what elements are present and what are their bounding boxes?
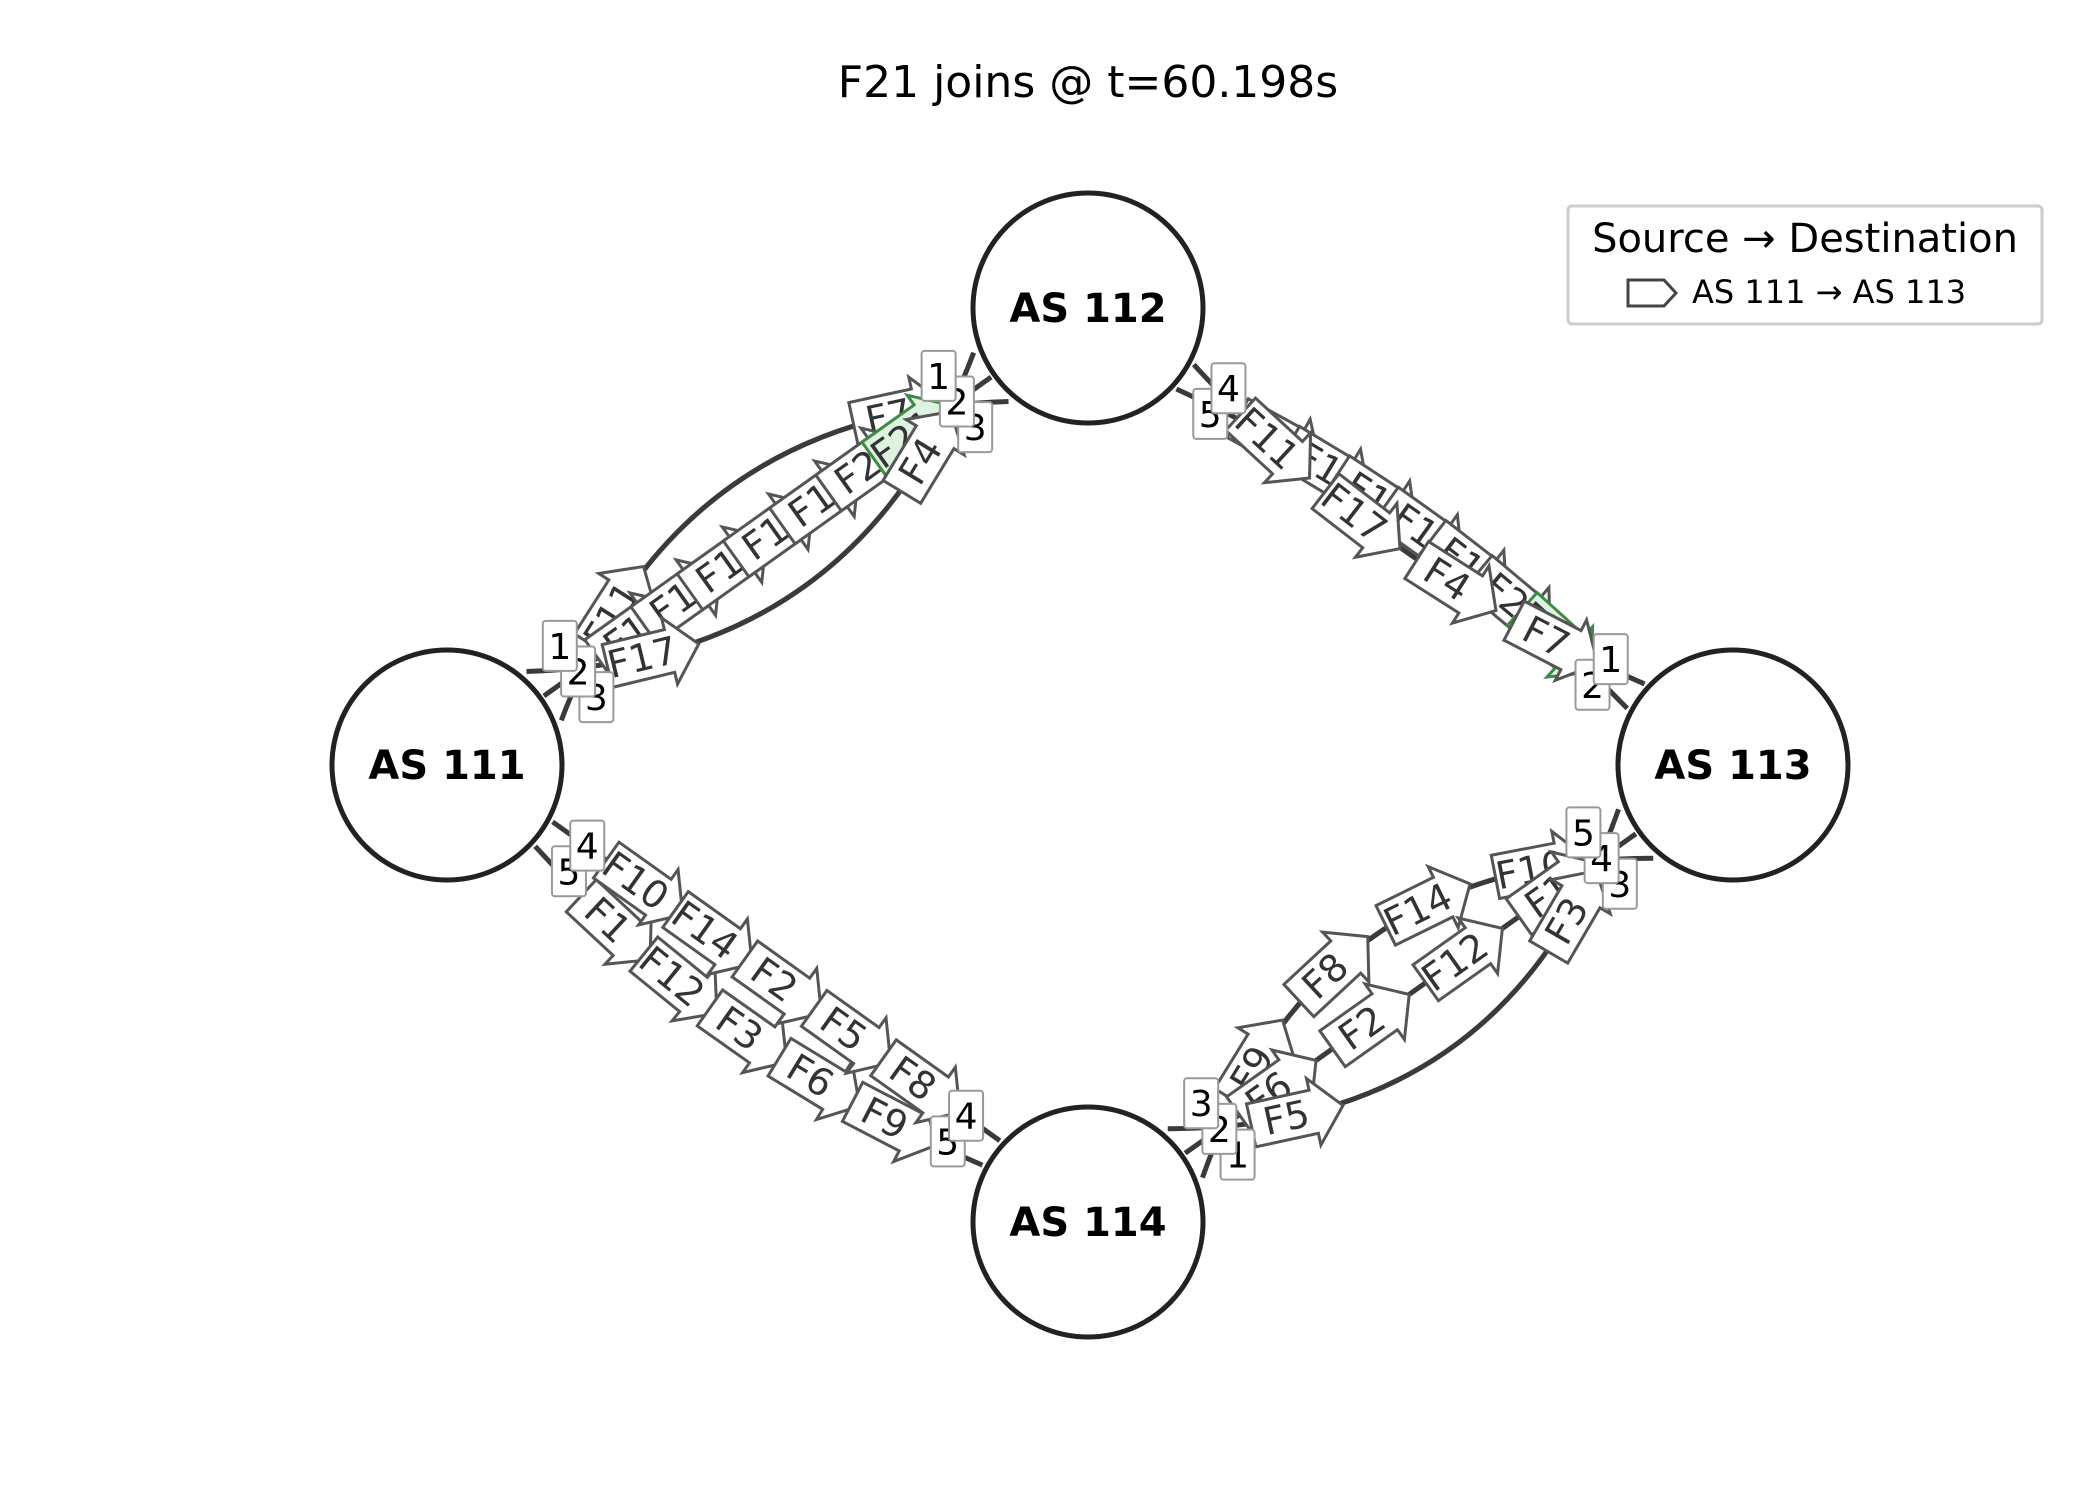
flow-arrow-shape bbox=[799, 988, 893, 1076]
port-number: 1 bbox=[548, 627, 571, 668]
as-node-as112: AS 112 bbox=[970, 190, 1206, 426]
legend-box bbox=[1566, 204, 2044, 326]
as-node-as114: AS 114 bbox=[970, 1104, 1206, 1340]
flow-arrow-shape bbox=[729, 938, 824, 1027]
port-box bbox=[920, 349, 957, 402]
port-box bbox=[1183, 1077, 1220, 1130]
links-layer bbox=[526, 351, 1654, 1179]
flow-arrow-shape bbox=[765, 1036, 862, 1123]
as-node-as111: AS 111 bbox=[329, 647, 565, 883]
target-port-badge: 1 bbox=[920, 349, 957, 402]
flow-arrow-shape bbox=[1317, 981, 1411, 1069]
flow-arrow-shape bbox=[1373, 863, 1472, 948]
legend: Source → Destination AS 111 → AS 113 bbox=[1566, 204, 2044, 326]
flow-arrow-shape bbox=[1402, 539, 1498, 626]
flow-arrow-shape bbox=[1309, 471, 1402, 560]
flow-label: F5 bbox=[1259, 1091, 1313, 1144]
target-port-badge: 4 bbox=[948, 1089, 985, 1142]
node-label: AS 114 bbox=[1009, 1200, 1166, 1246]
flow-arrow: F5 bbox=[1244, 1074, 1345, 1150]
port-box bbox=[1592, 633, 1629, 686]
flow-arrow-shape bbox=[627, 934, 719, 1023]
port-box bbox=[1210, 362, 1247, 415]
node-circle bbox=[970, 190, 1206, 426]
target-port-badge: 5 bbox=[1565, 806, 1602, 859]
node-label: AS 111 bbox=[368, 743, 525, 789]
flow-arrow-shape bbox=[1281, 930, 1371, 1019]
flow-arrow: F14 bbox=[660, 889, 754, 977]
flow-arrow-shape bbox=[600, 614, 701, 690]
outlined-arrow-icon bbox=[1626, 278, 1679, 308]
port-number: 4 bbox=[955, 1097, 978, 1138]
diagram-title: F21 joins @ t=60.198s bbox=[838, 57, 1338, 108]
port-number: 5 bbox=[1572, 813, 1595, 854]
port-box bbox=[569, 819, 606, 872]
port-number: 1 bbox=[927, 357, 950, 398]
target-port-badge: 1 bbox=[1592, 633, 1629, 686]
legend-title: Source → Destination bbox=[1592, 216, 2018, 262]
port-number: 1 bbox=[1599, 640, 1622, 681]
port-number: 4 bbox=[576, 827, 599, 868]
flow-arrow-shape bbox=[591, 840, 685, 928]
port-number: 4 bbox=[1217, 369, 1240, 410]
source-port-badge: 4 bbox=[569, 819, 606, 872]
node-label: AS 113 bbox=[1654, 743, 1811, 789]
source-port-badge: 3 bbox=[1183, 1077, 1220, 1130]
node-circle bbox=[1615, 647, 1851, 883]
source-port-badge: 1 bbox=[541, 619, 578, 672]
port-number: 3 bbox=[1190, 1084, 1213, 1125]
flow-arrow-shape bbox=[1223, 395, 1313, 485]
nodes-layer: AS 111 AS 112 AS 113 AS 114 bbox=[329, 190, 1851, 1340]
port-box bbox=[1565, 806, 1602, 859]
node-circle bbox=[329, 647, 565, 883]
source-port-badge: 4 bbox=[1210, 362, 1247, 415]
flows-layer: F11F7F1F1F1F1F1F2F21F17F4F1F1F1F1F1F2F21… bbox=[564, 373, 1613, 1165]
port-box bbox=[541, 619, 578, 672]
node-label: AS 112 bbox=[1009, 286, 1166, 332]
flow-arrow-shape bbox=[1410, 915, 1505, 1003]
node-circle bbox=[970, 1104, 1206, 1340]
as-node-as113: AS 113 bbox=[1615, 647, 1851, 883]
flow-arrow: F5 bbox=[799, 988, 893, 1076]
flow-arrow-shape bbox=[1244, 1074, 1345, 1150]
port-box bbox=[948, 1089, 985, 1142]
flow-arrow-shape bbox=[660, 889, 754, 977]
legend-entry: AS 111 → AS 113 bbox=[1692, 273, 1966, 311]
